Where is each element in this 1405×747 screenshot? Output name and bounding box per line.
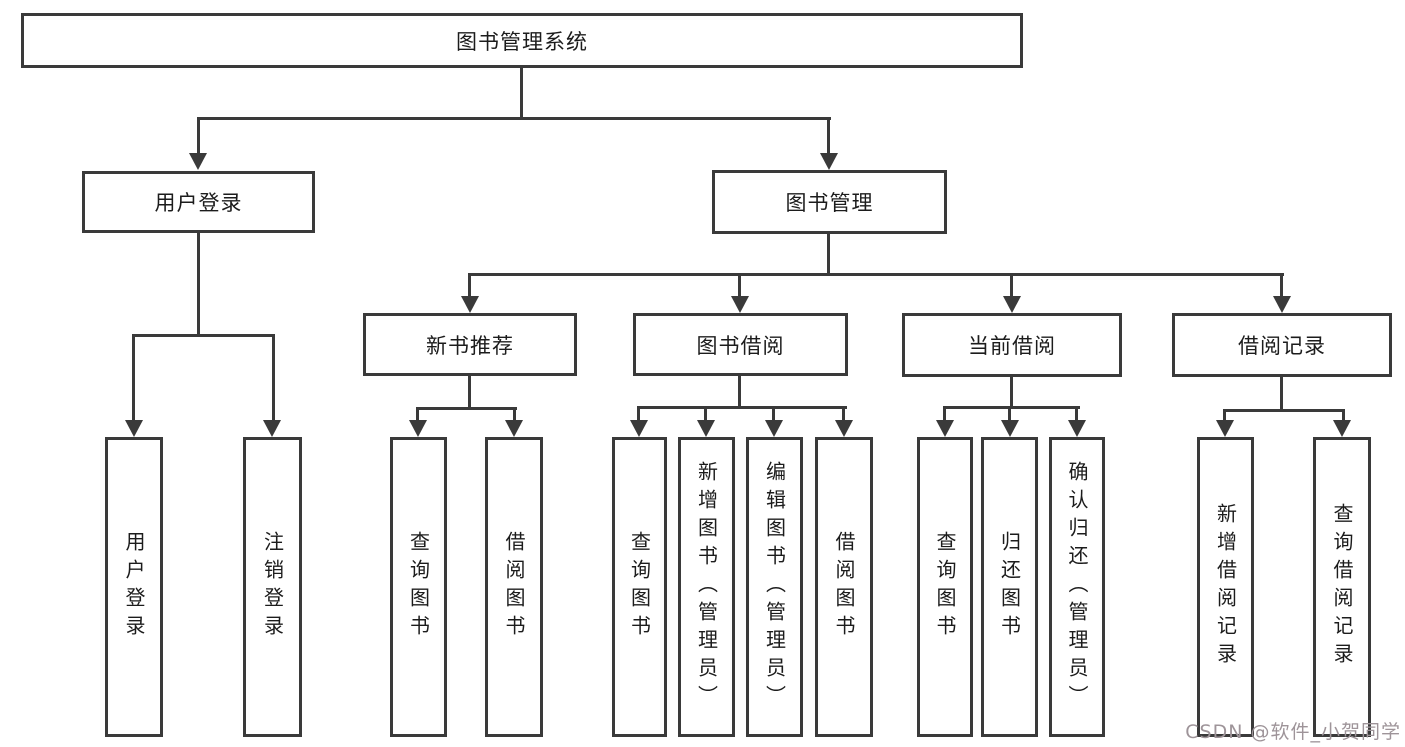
leaf-label: 用户登录 bbox=[122, 531, 146, 643]
connector-line bbox=[842, 406, 845, 422]
connector-line bbox=[1223, 409, 1226, 422]
connector-arrow bbox=[1001, 420, 1019, 437]
leaf-label: 查询图书 bbox=[933, 531, 957, 643]
leaf-query-books-recommend: 查询图书 bbox=[390, 437, 447, 737]
leaf-query-books-current: 查询图书 bbox=[917, 437, 973, 737]
connector-line bbox=[738, 376, 741, 409]
node-borrow-record: 借阅记录 bbox=[1172, 313, 1392, 377]
watermark: CSDN @软件_小贺同学 bbox=[1185, 721, 1401, 743]
connector-line bbox=[772, 406, 775, 422]
leaf-confirm-return-admin: 确认归还（管理员） bbox=[1049, 437, 1105, 737]
connector-arrow bbox=[630, 420, 648, 437]
connector-line bbox=[1008, 406, 1011, 422]
connector-arrow bbox=[461, 296, 479, 313]
connector-arrow bbox=[731, 296, 749, 313]
connector-arrow bbox=[409, 420, 427, 437]
connector-line bbox=[1280, 273, 1283, 298]
connector-line bbox=[704, 406, 707, 422]
leaf-label: 借阅图书 bbox=[502, 531, 526, 643]
node-book-borrow: 图书借阅 bbox=[633, 313, 848, 376]
connector-line bbox=[1342, 409, 1345, 422]
connector-line bbox=[1075, 406, 1078, 422]
connector-line bbox=[738, 273, 741, 298]
leaf-add-borrow-record: 新增借阅记录 bbox=[1197, 437, 1254, 737]
connector-arrow bbox=[505, 420, 523, 437]
connector-line bbox=[520, 68, 523, 117]
connector-arrow bbox=[1273, 296, 1291, 313]
connector-line bbox=[468, 273, 1284, 276]
connector-line bbox=[468, 376, 471, 410]
connector-line bbox=[197, 233, 200, 337]
connector-line bbox=[416, 407, 419, 422]
node-book-management: 图书管理 bbox=[712, 170, 947, 234]
connector-arrow bbox=[189, 153, 207, 170]
connector-line bbox=[1010, 273, 1013, 298]
connector-arrow bbox=[1068, 420, 1086, 437]
connector-arrow bbox=[697, 420, 715, 437]
leaf-return-books: 归还图书 bbox=[981, 437, 1038, 737]
connector-arrow bbox=[1333, 420, 1351, 437]
node-root-system: 图书管理系统 bbox=[21, 13, 1023, 68]
connector-line bbox=[827, 117, 830, 155]
connector-arrow bbox=[835, 420, 853, 437]
connector-line bbox=[943, 406, 1080, 409]
leaf-query-books-borrow: 查询图书 bbox=[612, 437, 667, 737]
connector-line bbox=[637, 406, 847, 409]
leaf-query-borrow-record: 查询借阅记录 bbox=[1313, 437, 1371, 737]
connector-line bbox=[272, 334, 275, 422]
leaf-label: 确认归还（管理员） bbox=[1065, 461, 1089, 713]
connector-line bbox=[513, 407, 516, 422]
leaf-user-login: 用户登录 bbox=[105, 437, 163, 737]
leaf-edit-books-admin: 编辑图书（管理员） bbox=[746, 437, 803, 737]
connector-arrow bbox=[820, 153, 838, 170]
node-new-book-recommend: 新书推荐 bbox=[363, 313, 577, 376]
connector-arrow bbox=[765, 420, 783, 437]
connector-arrow bbox=[263, 420, 281, 437]
connector-line bbox=[468, 273, 471, 298]
leaf-label: 查询图书 bbox=[406, 531, 431, 643]
leaf-logout-login: 注销登录 bbox=[243, 437, 302, 737]
connector-line bbox=[1010, 377, 1013, 409]
connector-line bbox=[637, 406, 640, 422]
leaf-label: 新增借阅记录 bbox=[1213, 503, 1238, 671]
leaf-borrow-books-recommend: 借阅图书 bbox=[485, 437, 543, 737]
connector-arrow bbox=[125, 420, 143, 437]
node-user-login: 用户登录 bbox=[82, 171, 315, 233]
leaf-label: 新增图书（管理员） bbox=[694, 461, 719, 713]
leaf-label: 编辑图书（管理员） bbox=[762, 461, 787, 713]
connector-line bbox=[132, 334, 275, 337]
connector-arrow bbox=[1216, 420, 1234, 437]
connector-line bbox=[943, 406, 946, 422]
connector-line bbox=[1223, 409, 1345, 412]
leaf-label: 查询借阅记录 bbox=[1330, 503, 1354, 671]
node-current-borrow: 当前借阅 bbox=[902, 313, 1122, 377]
connector-arrow bbox=[1003, 296, 1021, 313]
connector-arrow bbox=[936, 420, 954, 437]
leaf-label: 归还图书 bbox=[997, 531, 1022, 643]
leaf-label: 注销登录 bbox=[260, 531, 285, 643]
leaf-label: 查询图书 bbox=[627, 531, 652, 643]
connector-line bbox=[132, 334, 135, 422]
leaf-label: 借阅图书 bbox=[832, 531, 856, 643]
leaf-borrow-books: 借阅图书 bbox=[815, 437, 873, 737]
connector-line bbox=[197, 117, 200, 155]
connector-line bbox=[1280, 377, 1283, 412]
connector-line bbox=[827, 234, 830, 275]
connector-line bbox=[197, 117, 831, 120]
leaf-add-books-admin: 新增图书（管理员） bbox=[678, 437, 735, 737]
connector-line bbox=[416, 407, 517, 410]
